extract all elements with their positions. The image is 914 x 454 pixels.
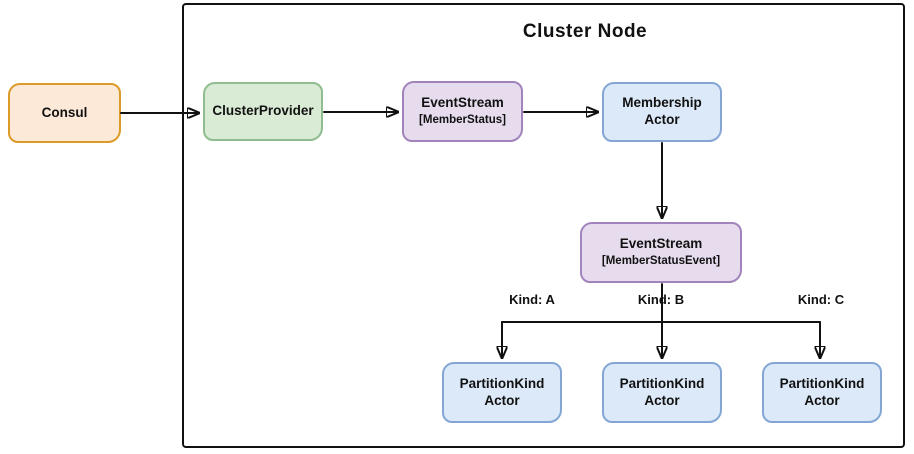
edge-label-kind-c: Kind: C: [797, 292, 845, 307]
node-consul: Consul: [8, 83, 121, 143]
node-partition-kind-actor-a: PartitionKind Actor: [442, 362, 562, 423]
node-cluster-provider: ClusterProvider: [203, 82, 323, 141]
cluster-node-title: Cluster Node: [522, 21, 648, 42]
node-event-stream-member-status-event: EventStream [MemberStatusEvent]: [580, 222, 742, 283]
edge-label-kind-a: Kind: A: [509, 292, 555, 307]
node-event-stream-member-status: EventStream [MemberStatus]: [402, 81, 523, 142]
node-consul-label: Consul: [41, 104, 88, 120]
node-partition-kind-actor-b: PartitionKind Actor: [602, 362, 722, 423]
node-event-stream-member-status-event-label: EventStream: [619, 236, 703, 252]
edge-label-kind-b: Kind: B: [637, 292, 685, 307]
node-partition-kind-actor-c-label: PartitionKind Actor: [779, 375, 865, 408]
cluster-node-frame: [182, 3, 905, 448]
node-partition-kind-actor-a-label: PartitionKind Actor: [459, 375, 545, 408]
node-event-stream-member-status-sublabel: [MemberStatus]: [419, 114, 506, 127]
node-event-stream-member-status-label: EventStream: [421, 95, 504, 111]
node-event-stream-member-status-event-sublabel: [MemberStatusEvent]: [601, 255, 721, 268]
node-partition-kind-actor-c: PartitionKind Actor: [762, 362, 882, 423]
node-membership-actor-label: Membership Actor: [622, 95, 702, 127]
node-membership-actor: Membership Actor: [602, 82, 722, 142]
node-cluster-provider-label: ClusterProvider: [212, 103, 314, 119]
node-partition-kind-actor-b-label: PartitionKind Actor: [619, 375, 705, 408]
